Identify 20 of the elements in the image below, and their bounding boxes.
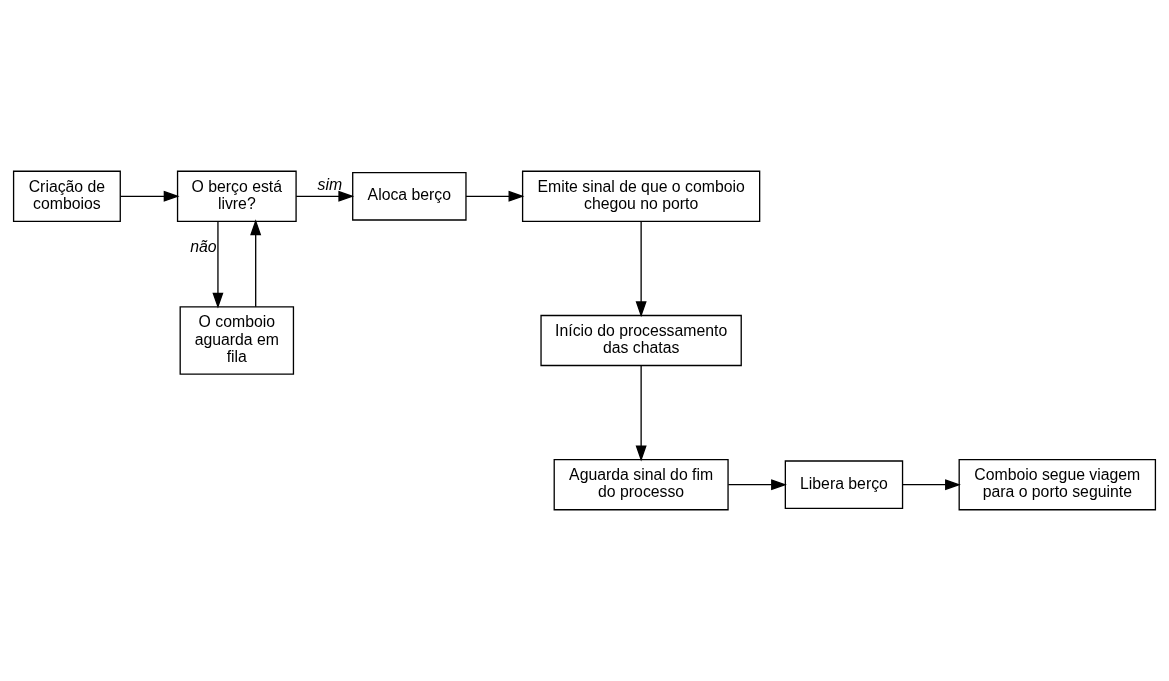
edge-label: sim [317, 176, 343, 194]
arrow [120, 190, 180, 202]
arrow [635, 220, 647, 318]
arrow [250, 219, 262, 308]
node-box: Libera berço [784, 460, 904, 510]
arrow [465, 190, 525, 202]
node-box: Aguarda sinal do fim do processo [553, 459, 729, 511]
node-box: Criação de comboios [12, 170, 121, 222]
node-box: O comboio aguarda em fila [179, 306, 295, 375]
arrow [212, 220, 224, 309]
node-box: Aloca berço [352, 171, 467, 221]
arrow [902, 479, 961, 491]
node-box: Início do processamento das chatas [540, 314, 742, 367]
arrow [295, 190, 355, 202]
arrow [635, 364, 647, 462]
node-box: Emite sinal de que o comboio chegou no porto [521, 170, 761, 222]
arrow [727, 479, 787, 491]
node-box: Comboio segue viagem para o porto seguinte [958, 459, 1157, 511]
node-box: O berço está livre? [176, 170, 297, 222]
edge-label: não [190, 237, 217, 255]
